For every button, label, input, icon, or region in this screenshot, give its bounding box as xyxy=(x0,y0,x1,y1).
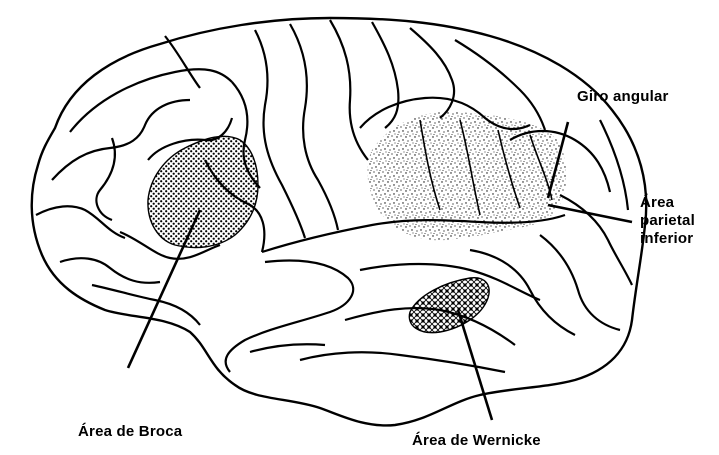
label-area-parietal-line3: inferior xyxy=(640,230,695,248)
label-area-wernicke: Área de Wernicke xyxy=(412,432,541,450)
label-area-parietal-inferior: Área parietal inferior xyxy=(640,194,695,248)
label-area-parietal-line2: parietal xyxy=(640,212,695,230)
brain-outline xyxy=(32,18,647,425)
label-area-parietal-line1: Área xyxy=(640,194,695,212)
label-giro-angular: Giro angular xyxy=(577,88,669,106)
label-area-broca: Área de Broca xyxy=(78,423,182,441)
inferior-parietal-region xyxy=(367,112,566,240)
